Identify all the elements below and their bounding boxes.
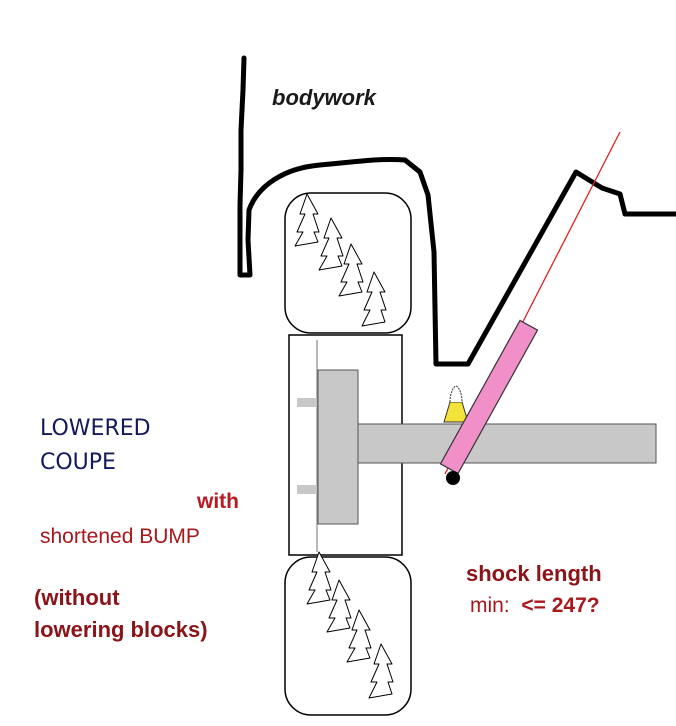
hub-block <box>317 369 359 525</box>
bodywork-outline <box>237 55 676 367</box>
tread-mark-bottom-4 <box>368 643 394 699</box>
tread-mark-top-3 <box>338 243 364 297</box>
tread-mark-bottom-2 <box>326 579 352 633</box>
bodywork-label: bodywork <box>272 85 376 110</box>
lowered-label-line2: COUPE <box>40 450 116 475</box>
tread-mark-top-2 <box>318 217 344 271</box>
lowered-label-line1: LOWERED <box>40 416 151 441</box>
lowered-coupe-label: LOWERED COUPE <box>40 412 151 480</box>
shock-min-label: min: <= 247? <box>470 594 600 617</box>
shock-length-label: shock length <box>466 561 602 586</box>
tyre-bottom <box>284 556 412 716</box>
tread-mark-bottom-3 <box>346 609 372 663</box>
with-label: with <box>197 490 239 513</box>
axle-bar <box>357 423 657 464</box>
without-label-line1: (without <box>34 585 120 610</box>
shock-mount-icon <box>446 471 460 485</box>
bump-stop-tip <box>449 385 463 403</box>
without-label-line2: lowering blocks) <box>34 617 208 642</box>
shock-absorber <box>439 319 539 475</box>
tread-mark-top-1 <box>294 193 320 247</box>
bump-stop <box>443 401 469 423</box>
tread-mark-bottom-1 <box>306 551 332 605</box>
zigzag-tread-icon <box>294 193 387 327</box>
shock-min-prefix: min: <box>470 594 510 617</box>
zigzag-tread-icon-lower <box>306 551 394 699</box>
wheel-stud-upper <box>297 398 317 407</box>
tread-mark-top-4 <box>361 271 387 327</box>
shortened-bump-label: shortened BUMP <box>40 525 200 548</box>
without-blocks-label: (without lowering blocks) <box>34 582 208 646</box>
wheel-stud-lower <box>297 485 317 494</box>
shock-min-value: <= 247? <box>521 594 600 617</box>
